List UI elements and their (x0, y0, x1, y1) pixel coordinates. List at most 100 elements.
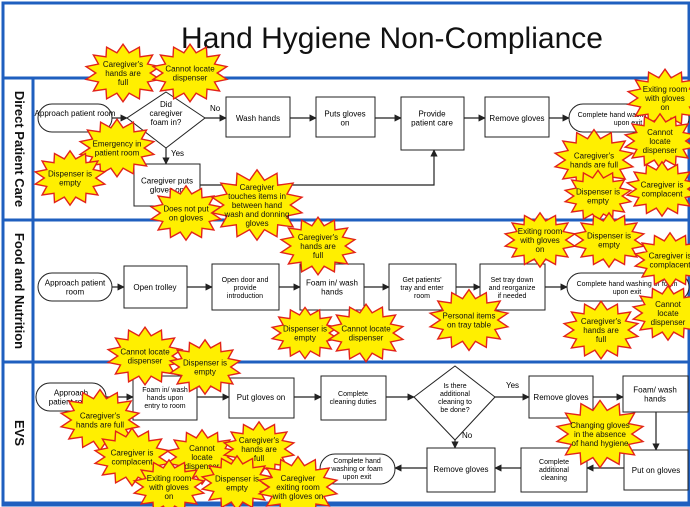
svg-text:Put gloves on: Put gloves on (237, 393, 285, 402)
dpc-remove-gloves-box: Remove gloves (484, 96, 550, 138)
evs-remove-gloves-2-box: Remove gloves (426, 447, 496, 493)
svg-text:Remove gloves: Remove gloves (533, 393, 588, 402)
dpc-no-label: No (210, 104, 221, 113)
lane-label-direct-patient-care: Direct Patient Care (12, 91, 27, 207)
svg-text:Open trolley: Open trolley (133, 283, 176, 292)
svg-text:Put on gloves: Put on gloves (632, 466, 680, 475)
lane-label-food-and-nutrition: Food and Nutrition (12, 233, 27, 349)
evs-put-on-gloves-box: Put on gloves (623, 449, 689, 491)
dpc-approach-terminal: Approach patient room (35, 103, 116, 133)
dpc-yes-label: Yes (171, 149, 184, 158)
evs-put-gloves-box: Put gloves on (228, 377, 295, 419)
lane-label-evs: EVS (12, 420, 27, 446)
evs-remove-gloves-1-box: Remove gloves (528, 375, 594, 419)
svg-text:Wash hands: Wash hands (236, 114, 280, 123)
diagram-title: Hand Hygiene Non-Compliance (181, 22, 603, 55)
fn-open-trolley-box: Open trolley (123, 265, 188, 309)
dpc-wash-hands-box: Wash hands (225, 96, 291, 138)
svg-text:Remove gloves: Remove gloves (433, 465, 488, 474)
evs-yes-label: Yes (506, 381, 519, 390)
evs-no-label: No (462, 431, 473, 440)
svg-text:Remove gloves: Remove gloves (489, 114, 544, 123)
svg-text:Approach patient room: Approach patient room (35, 109, 116, 118)
